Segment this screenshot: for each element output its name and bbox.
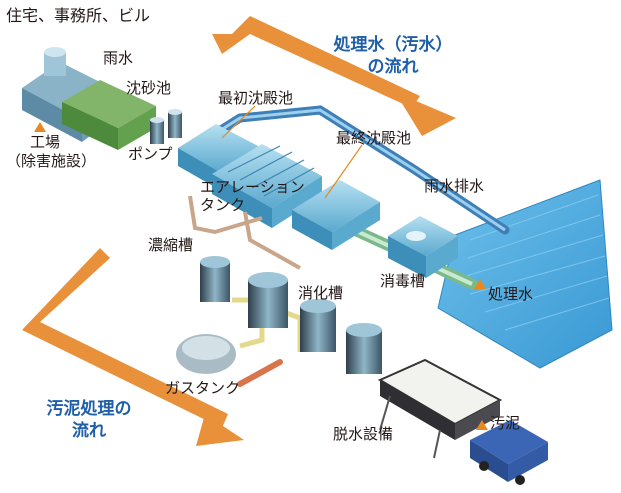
thickener-tank [200,256,230,302]
water-flow-line2: の流れ [367,57,419,77]
water-flow-arrow [212,16,456,136]
sludge-flow-line2: 流れ [72,421,106,441]
label-digester: 消化槽 [298,284,344,302]
sludge-truck [470,420,548,485]
label-aeration-tank: タンク [200,196,246,214]
sludge-flow-title: 汚泥処理の 流れ [24,398,154,442]
label-treated-water: 処理水 [488,285,534,303]
triangle-marker-icon [476,420,488,430]
triangle-marker-icon [34,122,46,132]
label-dewatering: 脱水設備 [333,425,394,443]
label-storm-drain: 雨水排水 [424,177,485,195]
pump-units [150,109,182,144]
sludge-pipe [188,195,301,270]
water-flow-title: 処理水（汚水） の流れ [318,34,468,78]
primary-settling-tank [178,124,258,172]
label-final-settling: 最終沈殿池 [336,129,412,147]
label-thickener: 濃縮槽 [148,236,194,254]
dewatering-unit [377,358,503,459]
grit-chamber-block [62,80,156,128]
label-factory-note: （除害施設） [6,152,97,170]
sludge-flow-arrow [22,248,244,446]
label-sludge: 汚泥 [490,414,521,432]
label-grit-chamber: 沈砂池 [126,79,172,97]
label-rainwater: 雨水 [103,49,134,67]
label-gas-tank: ガスタンク [165,379,241,397]
aeration-tank [212,144,322,208]
label-primary-settling: 最初沈殿池 [218,89,294,107]
water-flow-line1: 処理水（汚水） [333,35,453,55]
outflow-water [437,179,613,369]
label-aeration: エアレーション [200,178,305,196]
gas-tank [176,334,283,387]
final-settling-tank [292,180,380,232]
label-disinfection: 消毒槽 [380,272,426,290]
triangle-marker-icon [474,279,486,289]
label-houses: 住宅、事務所、ビル [6,6,151,25]
label-pump: ポンプ [128,145,173,163]
label-factory: 工場 [30,133,61,151]
digester-tanks [248,272,382,374]
sludge-flow-line1: 汚泥処理の [46,399,132,419]
